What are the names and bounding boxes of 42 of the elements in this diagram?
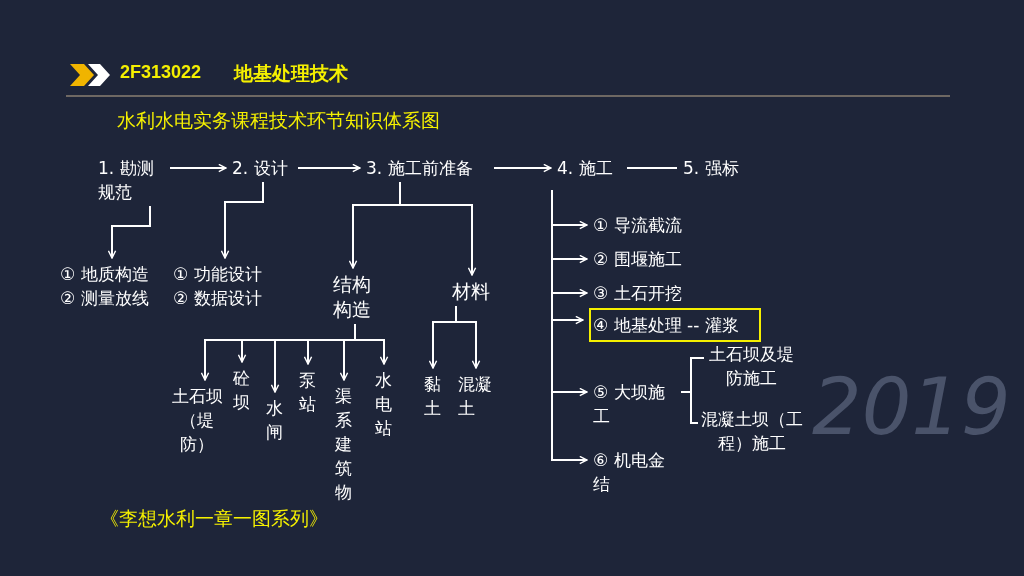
list-item: ② 测量放线 (60, 287, 150, 310)
node-label: 1. 勘测规范 (98, 156, 164, 204)
list-item: ② 数据设计 (173, 287, 263, 310)
node-label: 水电站 (375, 368, 393, 440)
series-caption: 《李想水利一章一图系列》 (100, 506, 328, 531)
node-label: ⑤ 大坝施工 (593, 380, 679, 428)
connector-line (680, 391, 699, 424)
list-item: ① 地质构造 (60, 263, 150, 286)
node-label: 混凝土 (458, 372, 494, 420)
node-label: 黏土 (424, 372, 442, 420)
arrow (551, 189, 588, 465)
arrow (107, 205, 151, 259)
node-label: 结构构造 (333, 272, 373, 322)
node-label: 泵站 (299, 368, 317, 416)
arrow (455, 305, 481, 369)
connector-line (626, 167, 678, 169)
node-label: ⑥ 机电金结 (593, 448, 679, 496)
list-item: ① 功能设计 (173, 263, 263, 286)
arrow (354, 323, 389, 365)
node-label: 混凝土坝（工程）施工 (700, 407, 804, 455)
node-label: ① 导流截流 (593, 213, 713, 237)
node-label: ② 围堰施工 (593, 247, 713, 271)
arrow (220, 181, 264, 259)
arrow (399, 181, 477, 276)
arrow (297, 163, 361, 173)
arrow (493, 163, 552, 173)
node-label: 材料 (452, 279, 492, 304)
arrow (169, 163, 227, 173)
node-label: 砼坝 (233, 366, 251, 414)
node-label: 3. 施工前准备 (366, 156, 488, 180)
node-label: 渠系建筑物 (335, 384, 353, 504)
node-label: 4. 施工 (557, 156, 621, 180)
node-label: 5. 强标 (683, 156, 747, 180)
node-label: 2. 设计 (232, 156, 292, 180)
diagram-title: 水利水电实务课程技术环节知识体系图 (117, 108, 440, 133)
highlight-box: ④ 地基处理 -- 灌浆 (589, 308, 761, 342)
node-label: 水闸 (266, 396, 284, 444)
node-label: ③ 土石开挖 (593, 281, 713, 305)
section-code: 2F313022 (120, 62, 202, 83)
section-heading: 地基处理技术 (234, 61, 348, 86)
node-label: 土石坝（堤防） (170, 384, 224, 456)
node-label: 土石坝及堤防施工 (706, 342, 796, 390)
